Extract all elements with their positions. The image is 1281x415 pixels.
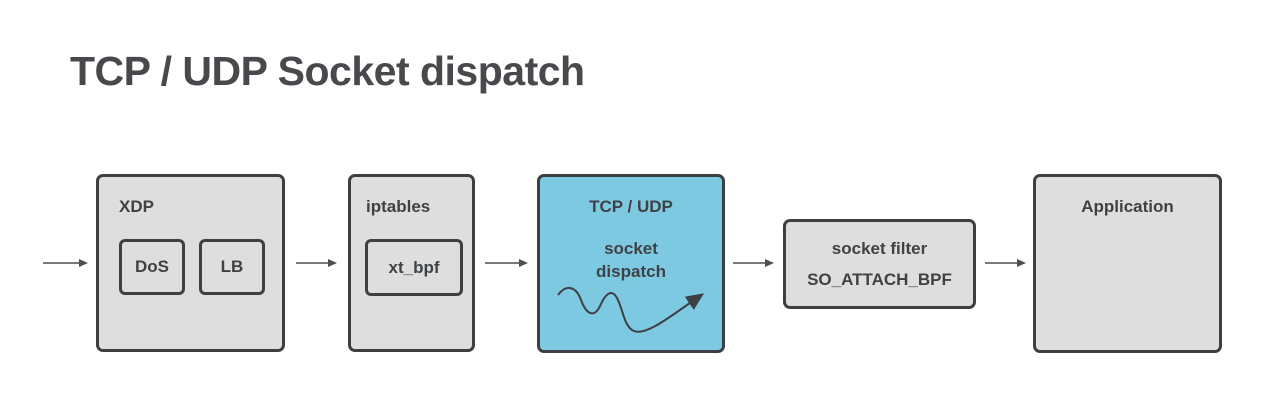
node-xdp-child-dos: DoS [119,239,185,295]
node-tcp-udp-socket-dispatch: TCP / UDP socket dispatch [537,174,725,353]
node-socket-filter: socket filter SO_ATTACH_BPF [783,219,976,309]
node-tcp-udp-sublabel-2: dispatch [596,262,666,281]
node-application-label: Application [1081,197,1174,216]
node-application: Application [1033,174,1222,353]
page-title: TCP / UDP Socket dispatch [70,48,585,94]
node-tcp-udp-sublabel-1: socket [604,239,658,258]
node-iptables-child-xtbpf: xt_bpf [365,239,463,296]
node-iptables-label: iptables [366,197,431,216]
squiggle-arrow-icon [557,287,705,333]
node-xdp-label: XDP [119,197,154,216]
flow-arrow-iptables-tcpudp-icon [485,259,528,267]
node-socket-filter-line1: socket filter [831,239,928,258]
node-xdp-child-lb: LB [199,239,265,295]
flow-arrow-socketfilter-application-icon [985,259,1026,267]
node-xdp: XDP DoS LB [96,174,285,352]
flow-arrow-tcpudp-socketfilter-icon [733,259,774,267]
node-iptables: iptables xt_bpf [348,174,475,352]
node-socket-filter-line2: SO_ATTACH_BPF [807,270,952,289]
flow-arrow-xdp-iptables-icon [296,259,337,267]
node-tcp-udp-label: TCP / UDP [589,197,673,216]
ingress-arrow-icon [43,259,88,267]
